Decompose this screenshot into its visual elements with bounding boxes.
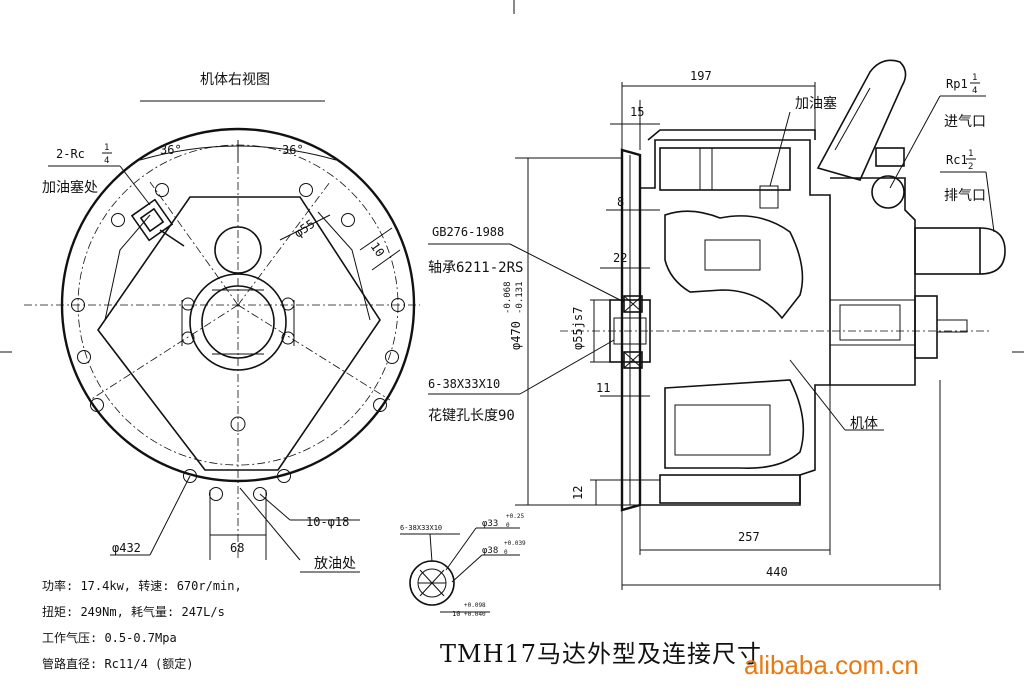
spec-line-2: 扭矩: 249Nm, 耗气量: 247L/s	[42, 604, 225, 619]
spline-inner-dim: φ33	[482, 519, 498, 529]
exhaust-pipe-end	[979, 227, 1006, 275]
spec-block: 功率: 17.4kw, 转速: 670r/min, 扭矩: 249Nm, 耗气量…	[42, 578, 242, 671]
spline-outer-tol-up: +0.039	[504, 540, 526, 547]
spline-detail-label: 6-38X33X10	[400, 524, 442, 532]
inlet-fraction-num: 1	[972, 73, 977, 83]
callout-oil-plug-thread: 2-Rc	[56, 147, 85, 161]
inner-cavity-outline	[97, 196, 381, 471]
spline-width-tol-up: +0.098	[464, 602, 486, 609]
drain-label: 放油处	[314, 556, 356, 572]
watermark: alibaba.com.cn	[744, 650, 919, 680]
dim-12: 12	[571, 486, 585, 500]
exhaust-fraction-num: 1	[968, 149, 973, 159]
exhaust-thread: Rc1	[946, 153, 968, 167]
body-label: 机体	[850, 416, 878, 432]
dim-15: 15	[630, 105, 644, 119]
dim-11: 11	[596, 381, 610, 395]
bearing-upper	[623, 295, 643, 313]
spline-len-label: 花键孔长度90	[428, 408, 515, 424]
exhaust-label: 排气口	[944, 188, 986, 204]
bolt-hole-ring	[71, 183, 405, 501]
center-hub-inner	[201, 285, 275, 359]
dim-470: φ470	[509, 321, 523, 350]
dim-bore: φ55	[292, 217, 318, 241]
spline-inner-tol-up: +0.25	[506, 513, 524, 520]
std-label: GB276-1988	[432, 225, 504, 239]
lower-small-boss	[230, 416, 246, 432]
dim-bottom-spacing: 68	[230, 541, 244, 555]
dim-470-tol-low: -0.131	[515, 281, 525, 314]
inlet-fraction-den: 4	[972, 86, 977, 96]
motor-side-view: 197 15 8 22 11 φ470 -0.068 -0.131 φ55js7…	[428, 59, 1006, 590]
spline-label: 6-38X33X10	[428, 377, 500, 391]
spec-line-4: 管路直径: Rc11/4 (额定)	[42, 656, 193, 671]
spline-outer-dim: φ38	[482, 546, 498, 556]
center-hub-outer	[189, 273, 287, 371]
spline-width-tol-low: +0.040	[464, 611, 486, 618]
outer-flange-circle	[60, 127, 416, 483]
spline-bore	[613, 317, 647, 345]
top-boss	[214, 226, 262, 274]
inlet-label: 进气口	[944, 114, 986, 130]
callout-oil-plug-den: 4	[104, 156, 109, 166]
callout-oil-plug-label: 加油塞处	[42, 179, 98, 196]
dim-257: 257	[738, 530, 760, 544]
housing-right-view: 机体右视图	[24, 72, 420, 573]
inner-cavity-upper	[664, 210, 804, 320]
dim-197: 197	[690, 69, 712, 83]
valve-body	[830, 177, 916, 386]
sheet-marks	[0, 0, 1024, 353]
spec-line-1: 功率: 17.4kw, 转速: 670r/min,	[42, 578, 242, 593]
angle-right: 36°	[282, 143, 304, 157]
dim-470-tol-up: -0.068	[503, 281, 513, 314]
spline-inner-tol-low: 0	[506, 522, 510, 529]
spline-detail: 6-38X33X10 φ33 +0.25 0 φ38 +0.039 0 10 +…	[400, 513, 526, 618]
inner-cavity-lower	[664, 379, 805, 469]
bearing-label: 轴承6211-2RS	[428, 260, 523, 276]
spline-width-dim: 10	[452, 610, 460, 618]
oil-plug-fitting	[130, 198, 185, 247]
spec-line-3: 工作气压: 0.5-0.7Mpa	[42, 630, 177, 645]
dim-8: 8	[617, 195, 624, 209]
dim-440: 440	[766, 565, 788, 579]
dim-55js7: φ55js7	[571, 307, 585, 350]
exhaust-fraction-den: 2	[968, 162, 973, 172]
housing-body	[640, 139, 831, 506]
bearing-lower	[623, 351, 643, 369]
drawing-title: TMH17马达外型及连接尺寸	[440, 640, 762, 668]
oil-plug-label: 加油塞	[795, 95, 837, 112]
dim-pcd: φ432	[112, 541, 141, 555]
bore-dims	[279, 214, 401, 271]
dim-holes: 10-φ18	[306, 515, 349, 529]
angle-left: 36°	[160, 143, 182, 157]
left-centerlines	[24, 150, 420, 560]
inlet-thread: Rp1	[946, 77, 968, 91]
spline-outer-tol-low: 0	[504, 549, 508, 556]
upper-cylinder-block	[659, 147, 791, 191]
dim-22: 22	[613, 251, 627, 265]
dim-slot: 10	[368, 240, 388, 260]
callout-oil-plug-num: 1	[104, 143, 109, 153]
flange-plate	[620, 148, 642, 512]
inlet-port	[871, 175, 905, 209]
control-lever	[816, 59, 907, 181]
left-view-title: 机体右视图	[200, 72, 270, 88]
exhaust-pipe	[914, 227, 981, 275]
